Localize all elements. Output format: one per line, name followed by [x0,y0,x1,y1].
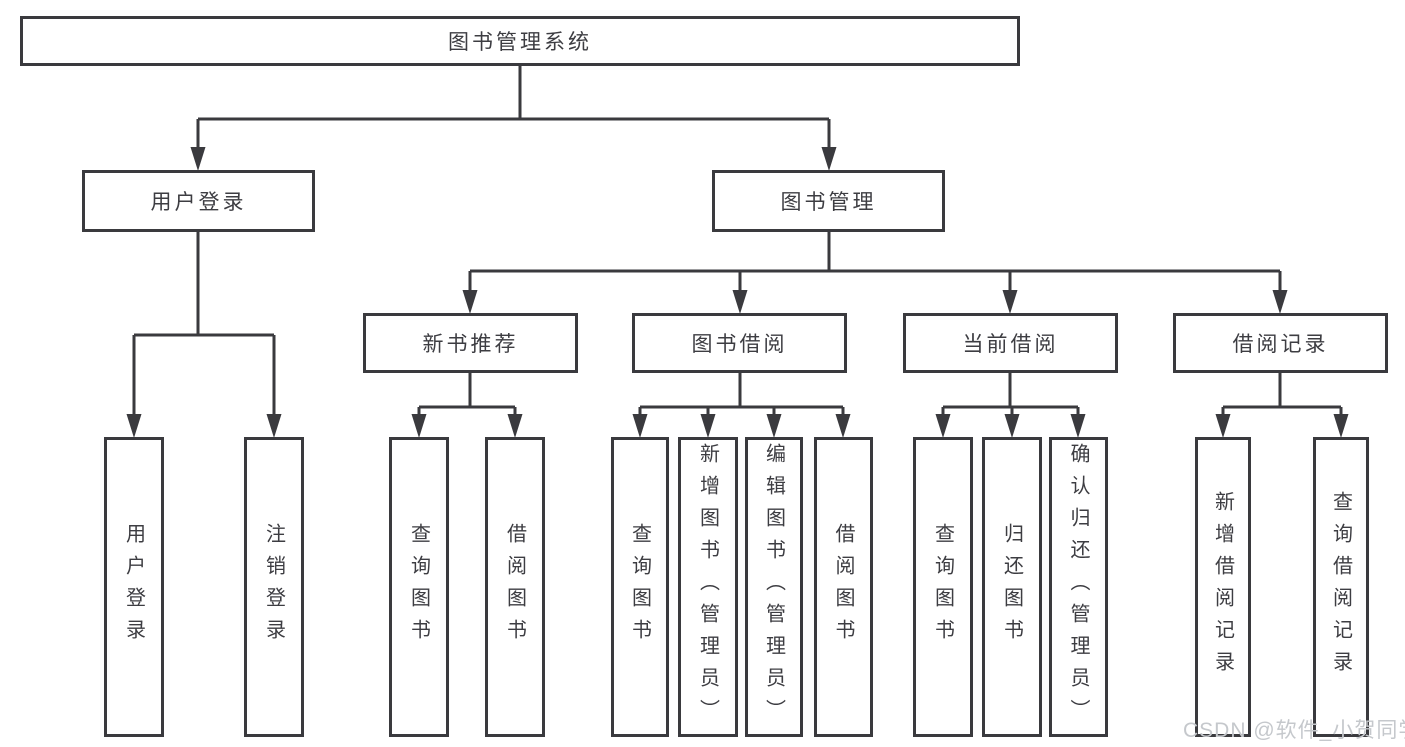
node-label: 归还图书 [1000,523,1023,651]
arrow-down-icon [821,147,837,171]
arrow-down-icon [1002,290,1018,314]
node-label: 借阅图书 [832,523,854,651]
node-add-borrow-record: 新增借阅记录 [1195,437,1251,737]
node-book-management: 图书管理 [712,170,945,232]
arrow-down-icon [700,414,716,438]
node-add-books-admin: 新增图书（管理员） [678,437,738,737]
node-label: 借阅记录 [1232,333,1329,356]
node-label: 新增借阅记录 [1211,491,1234,683]
node-label: 当前借阅 [962,333,1059,356]
arrow-down-icon [462,290,478,314]
node-query-books-borrowing: 查询图书 [611,437,669,737]
node-user-login: 用户登录 [82,170,315,232]
watermark: CSDN @软件_小贺同学 [1183,719,1405,742]
node-edit-books-admin: 编辑图书（管理员） [745,437,803,737]
node-label: 查询图书 [931,523,954,651]
node-logout: 注销登录 [244,437,304,737]
node-label: 确认归还（管理员） [1067,443,1089,731]
node-book-borrowing: 图书借阅 [632,313,847,373]
node-query-books-current: 查询图书 [913,437,973,737]
node-new-book-recommend: 新书推荐 [363,313,578,373]
arrow-down-icon [507,414,523,438]
node-label: 新书推荐 [422,333,519,356]
node-library-management-system: 图书管理系统 [20,16,1020,66]
node-label: 图书管理系统 [448,31,592,54]
arrow-down-icon [266,414,282,438]
node-user-login-leaf: 用户登录 [104,437,164,737]
node-current-borrowing: 当前借阅 [903,313,1118,373]
arrow-down-icon [190,147,206,171]
node-label: 查询图书 [407,523,430,651]
node-label: 图书借阅 [691,333,788,356]
arrow-down-icon [1215,414,1231,438]
node-confirm-return-admin: 确认归还（管理员） [1049,437,1108,737]
arrow-down-icon [835,414,851,438]
arrow-down-icon [766,414,782,438]
node-borrow-books-borrowing: 借阅图书 [814,437,873,737]
tree-branch-lines [132,66,1343,420]
arrow-down-icon [1272,290,1288,314]
node-label: 用户登录 [150,191,247,214]
node-label: 借阅图书 [503,523,526,651]
arrow-down-icon [1004,414,1020,438]
node-label: 用户登录 [122,523,145,651]
node-label: 查询图书 [628,523,651,651]
node-label: 图书管理 [780,191,877,214]
node-label: 新增图书（管理员） [696,443,719,731]
node-return-books: 归还图书 [982,437,1042,737]
node-borrowing-records: 借阅记录 [1173,313,1388,373]
node-query-books-recommend: 查询图书 [389,437,449,737]
node-label: 查询借阅记录 [1329,491,1352,683]
node-query-borrow-record: 查询借阅记录 [1313,437,1369,737]
node-label: 编辑图书（管理员） [762,443,785,731]
node-label: 注销登录 [262,523,285,651]
arrow-down-icon [632,414,648,438]
arrow-down-icon [1333,414,1349,438]
arrow-down-icon [126,414,142,438]
arrow-down-icon [732,290,748,314]
arrow-down-icon [935,414,951,438]
arrow-down-icon [1070,414,1086,438]
arrow-down-icon [411,414,427,438]
node-borrow-books-recommend: 借阅图书 [485,437,545,737]
